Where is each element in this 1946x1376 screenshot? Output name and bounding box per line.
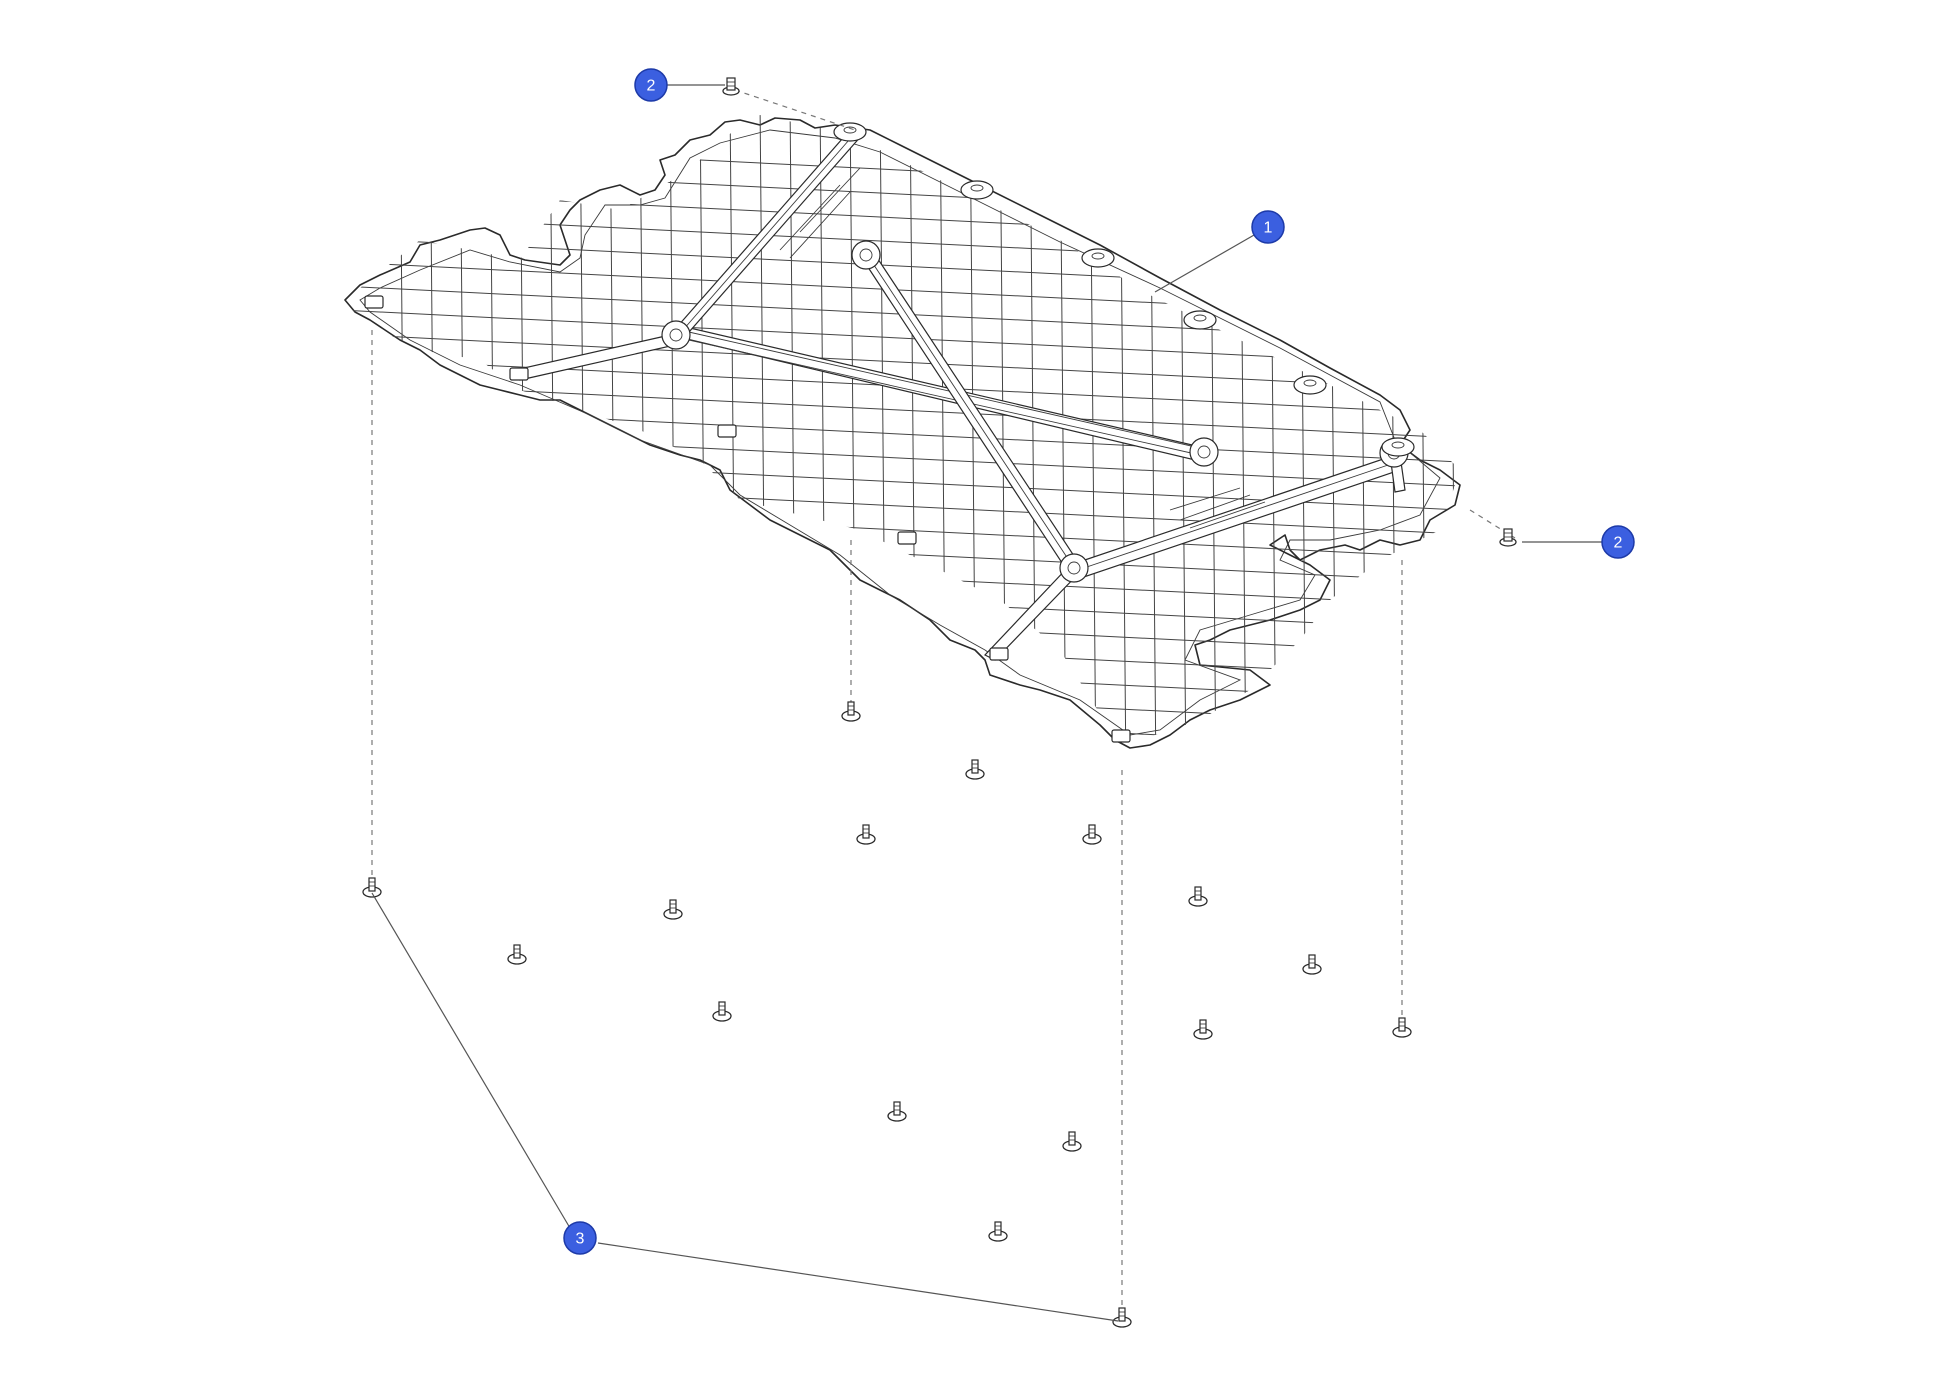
- grid-line: [429, 115, 437, 740]
- grid-line: [345, 499, 1460, 561]
- panel-outline: [344, 117, 1461, 749]
- callout-2-right[interactable]: 2: [1601, 525, 1635, 559]
- grid-line: [345, 619, 1460, 681]
- rivet-fastener: [856, 824, 876, 845]
- grid-line: [489, 115, 497, 740]
- rivet-fastener: [965, 759, 985, 780]
- rivet-fastener: [1392, 1017, 1412, 1038]
- grid-line: [1449, 115, 1457, 740]
- rivet-fastener: [988, 1221, 1008, 1242]
- callout-3[interactable]: 3: [563, 1221, 597, 1255]
- grid-line: [399, 115, 407, 740]
- grid-line: [1239, 115, 1247, 740]
- grid-line: [909, 115, 917, 740]
- panel-ribs: [364, 122, 1415, 743]
- grid-line: [729, 115, 737, 740]
- grid-line: [459, 115, 467, 740]
- grid-line: [1299, 115, 1307, 740]
- callout-2-right-label: 2: [1614, 535, 1623, 552]
- grid-line: [549, 115, 557, 740]
- grid-line: [345, 571, 1460, 633]
- grid-line: [519, 115, 527, 740]
- grid-line: [345, 139, 1460, 201]
- leader-lines: [371, 84, 1602, 1322]
- grid-line: [345, 643, 1460, 705]
- grid-line: [345, 187, 1460, 249]
- rivet-fastener: [712, 1001, 732, 1022]
- grid-line: [759, 115, 767, 740]
- grid-line: [345, 211, 1460, 273]
- panel-inner-outline: [359, 129, 1441, 736]
- grid-line: [345, 595, 1460, 657]
- grid-line: [969, 115, 977, 740]
- rivet-fastener: [507, 944, 527, 965]
- grid-line: [345, 427, 1460, 489]
- grid-line: [1029, 115, 1037, 740]
- grid-line: [345, 715, 1460, 740]
- rivet-fastener: [841, 701, 861, 722]
- callout-1[interactable]: 1: [1251, 210, 1285, 244]
- grid-line: [1269, 115, 1277, 740]
- grid-line: [849, 115, 857, 740]
- screw-fastener: [1499, 528, 1517, 547]
- rivet-fastener: [1188, 886, 1208, 907]
- grid-line: [345, 739, 1460, 740]
- grid-line: [345, 163, 1460, 225]
- grid-line: [345, 667, 1460, 729]
- grid-line: [1359, 115, 1367, 740]
- grid-line: [345, 235, 1460, 297]
- grid-line: [345, 547, 1460, 609]
- rivet-fastener: [887, 1101, 907, 1122]
- fasteners: [362, 77, 1517, 1328]
- grid-line: [345, 403, 1460, 465]
- rivet-fastener: [362, 877, 382, 898]
- rivet-fastener: [1112, 1307, 1132, 1328]
- screw-fastener: [722, 77, 740, 96]
- callout-2-top-label: 2: [647, 78, 656, 95]
- grid-line: [699, 115, 707, 740]
- grid-line: [1089, 115, 1097, 740]
- grid-line: [1179, 115, 1187, 740]
- rivet-fastener: [1193, 1019, 1213, 1040]
- callout-3-label: 3: [576, 1231, 585, 1248]
- callout-2-top[interactable]: 2: [634, 68, 668, 102]
- grid-line: [579, 115, 587, 740]
- grid-line: [939, 115, 947, 740]
- grid-line: [609, 115, 617, 740]
- rivet-fastener: [1302, 954, 1322, 975]
- underbody-panel: [344, 115, 1461, 749]
- panel-grid: [345, 115, 1460, 740]
- callout-1-label: 1: [1264, 220, 1273, 237]
- rivet-fastener: [663, 899, 683, 920]
- grid-line: [1329, 115, 1337, 740]
- grid-line: [879, 115, 887, 740]
- rivet-fastener: [1082, 824, 1102, 845]
- grid-line: [819, 115, 827, 740]
- rivet-fastener: [1062, 1131, 1082, 1152]
- grid-line: [669, 115, 677, 740]
- assembly-lines: [371, 89, 1516, 1315]
- grid-line: [1059, 115, 1067, 740]
- grid-line: [345, 691, 1460, 740]
- grid-line: [1419, 115, 1427, 740]
